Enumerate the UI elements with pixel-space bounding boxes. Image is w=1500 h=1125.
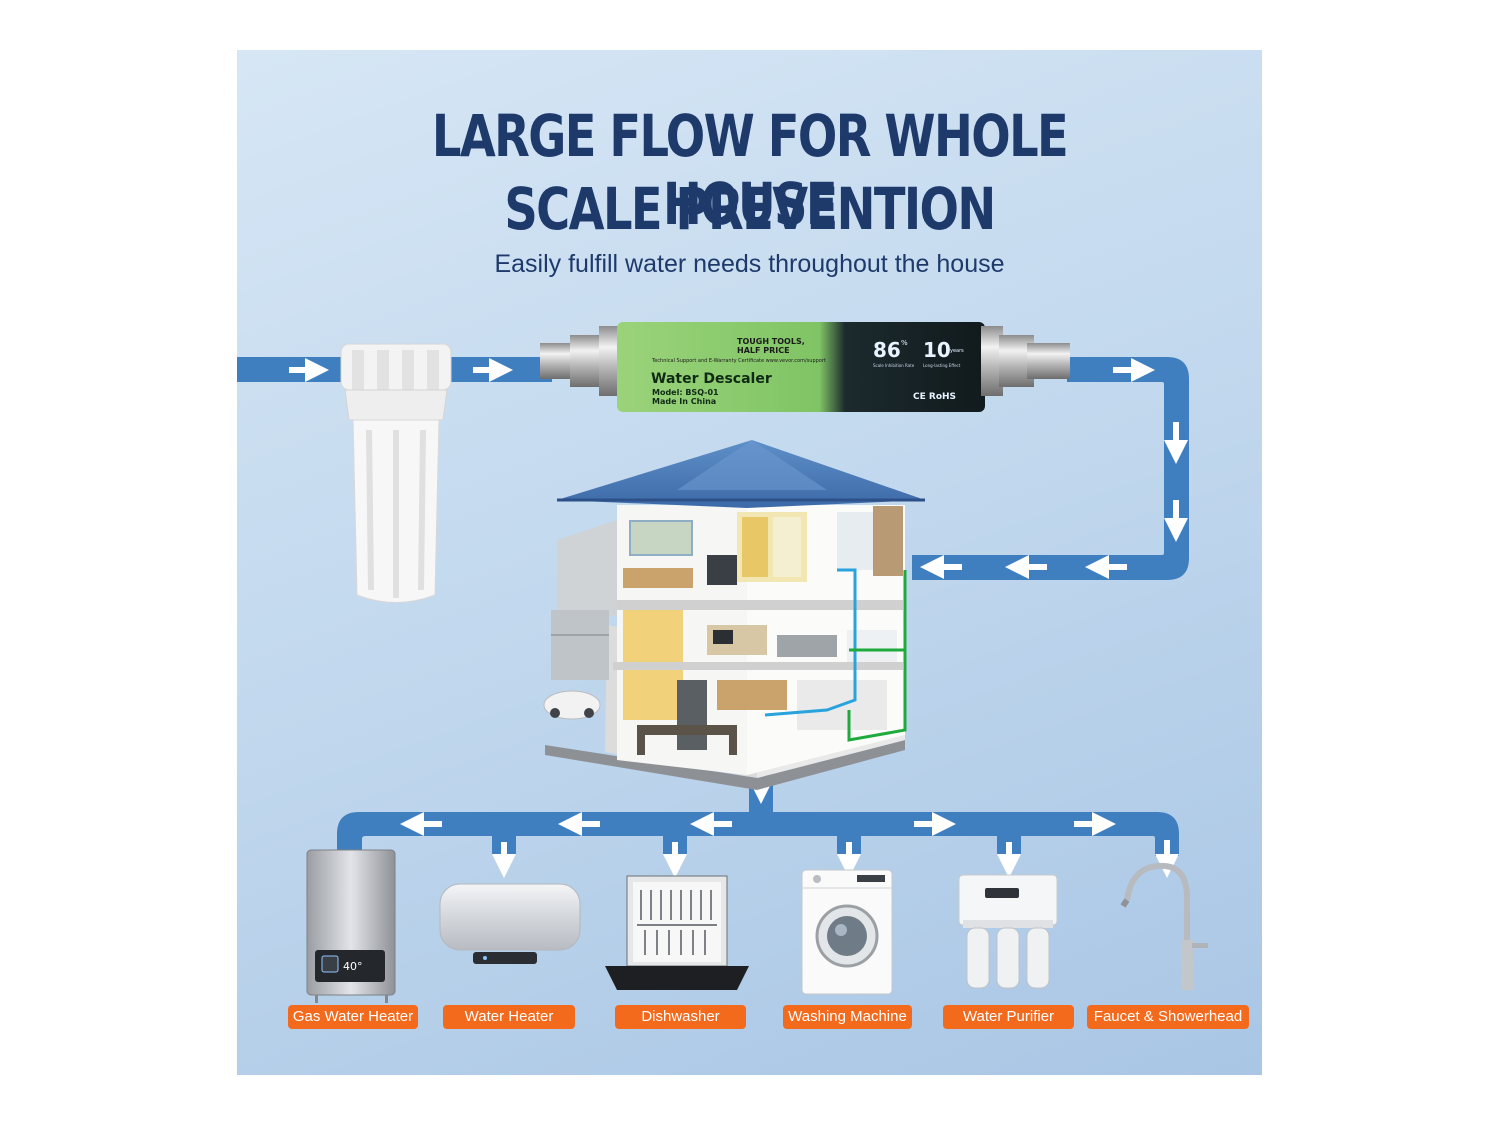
washing-machine-image	[801, 869, 893, 995]
product-stat-rate-unit: %	[901, 339, 908, 347]
product-name: Water Descaler	[651, 371, 772, 387]
product-slogan-2: HALF PRICE	[737, 346, 790, 355]
product-stat-rate: 86	[873, 338, 901, 362]
inlet-arrows	[289, 358, 1188, 579]
page-subtitle: Easily fulfill water needs throughout th…	[494, 250, 1005, 278]
label-faucet-showerhead: Faucet & Showerhead	[1087, 1005, 1249, 1029]
sediment-filter-image	[340, 343, 452, 603]
infographic-panel: TOUGH TOOLS, HALF PRICE Technical Suppor…	[237, 50, 1262, 1075]
svg-text:40°: 40°	[343, 960, 363, 973]
label-water-heater: Water Heater	[443, 1005, 575, 1029]
product-certification: CE RoHS	[913, 392, 956, 402]
water-purifier-image	[958, 874, 1058, 989]
product-stat-years: 10	[923, 338, 951, 362]
house-cutaway-image	[543, 440, 925, 790]
water-heater-image	[439, 883, 581, 964]
product-support-line: Technical Support and E-Warranty Certifi…	[651, 358, 826, 364]
label-dishwasher: Dishwasher	[615, 1005, 746, 1029]
product-stat-years-unit: years	[950, 348, 964, 354]
page-title-line-2: SCALE PREVENTION	[504, 175, 996, 243]
label-washing-machine: Washing Machine	[783, 1005, 912, 1029]
label-water-purifier: Water Purifier	[943, 1005, 1074, 1029]
water-descaler-image: TOUGH TOOLS, HALF PRICE Technical Suppor…	[540, 322, 1070, 412]
product-stat-years-caption: Long-lasting Effect	[923, 363, 961, 368]
product-origin: Made In China	[652, 397, 716, 406]
product-stat-rate-caption: Scale Inhibition Rate	[873, 363, 915, 368]
page-title-line-1: LARGE FLOW FOR WHOLE HOUSE	[431, 102, 1069, 238]
label-gas-water-heater: Gas Water Heater	[288, 1005, 418, 1029]
product-model: Model: BSQ-01	[652, 388, 719, 397]
product-slogan-1: TOUGH TOOLS,	[737, 337, 805, 346]
faucet-showerhead-image	[1120, 862, 1208, 990]
flow-diagram: TOUGH TOOLS, HALF PRICE Technical Suppor…	[237, 322, 1208, 1003]
dishwasher-image	[605, 875, 749, 990]
gas-water-heater-image: 40°	[306, 849, 396, 1003]
